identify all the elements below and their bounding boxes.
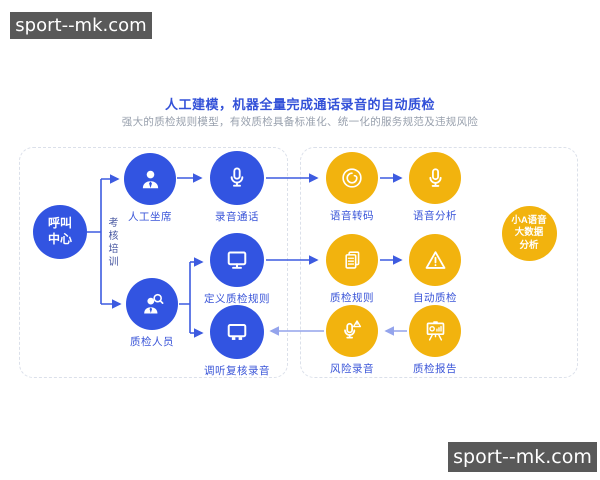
node-qc-rules-label: 质检规则 — [330, 292, 374, 304]
person-search-icon — [143, 293, 163, 313]
node-inspector-label: 质检人员 — [130, 336, 174, 348]
node-transcode: 语音转码 — [297, 152, 407, 223]
hub-label-line2: 中心 — [47, 232, 72, 246]
node-qc-rules: 质检规则 — [297, 234, 407, 305]
documents-icon — [344, 250, 359, 269]
voiceprint-swirl-icon — [342, 168, 362, 188]
node-qc-report-label: 质检报告 — [413, 363, 457, 375]
node-define-rules: 定义质检规则 — [182, 233, 292, 306]
mic-warning-icon — [344, 320, 362, 339]
person-icon — [142, 170, 158, 188]
node-inspector: 质检人员 — [97, 278, 207, 349]
node-agent-label: 人工坐席 — [128, 211, 172, 223]
node-transcode-label: 语音转码 — [330, 210, 374, 222]
auto-section-panel — [300, 147, 578, 378]
node-risk-recordings: 风险录音 — [297, 305, 407, 376]
node-qc-report: 质检报告 — [380, 305, 490, 376]
presentation-chart-icon — [426, 320, 444, 341]
bigdata-label-line1: 小A语音 — [511, 214, 547, 226]
node-auto-qc: 自动质检 — [380, 234, 490, 305]
page-title: 人工建模，机器全量完成通话录音的自动质检 — [164, 97, 435, 112]
node-call-center: 呼叫 中心 — [5, 205, 115, 259]
microphone-icon — [428, 167, 442, 187]
node-record-call-label: 录音通话 — [215, 211, 259, 223]
node-auto-qc-label: 自动质检 — [413, 292, 457, 304]
page-subtitle: 强大的质检规则模型，有效质检具备标准化、统一化的服务规范及违规风险 — [121, 116, 479, 128]
node-agent: 人工坐席 — [95, 153, 205, 224]
node-define-rules-label: 定义质检规则 — [204, 293, 270, 305]
monitor-icon — [227, 251, 247, 269]
node-analysis: 语音分析 — [380, 152, 490, 223]
microphone-icon — [230, 167, 244, 187]
warning-triangle-icon — [425, 250, 445, 269]
watermark-bottom-right: sport--mk.com — [448, 442, 597, 472]
node-analysis-label: 语音分析 — [413, 210, 457, 222]
node-review-recordings: 调听复核录音 — [182, 305, 292, 378]
node-review-recordings-label: 调听复核录音 — [204, 365, 270, 377]
bigdata-label-line3: 分析 — [519, 239, 539, 251]
bigdata-label-line2: 大数据 — [514, 227, 544, 239]
hub-label-line1: 呼叫 — [47, 216, 72, 231]
manual-section-panel — [19, 147, 288, 378]
monitor-feet-icon — [227, 324, 247, 340]
watermark-top-left: sport--mk.com — [10, 12, 152, 39]
node-bigdata-analysis: 小A语音 大数据 分析 — [474, 206, 584, 261]
node-record-call: 录音通话 — [182, 151, 292, 224]
node-risk-recordings-label: 风险录音 — [330, 363, 374, 375]
edge-label-training: 考核培训 — [106, 217, 117, 269]
